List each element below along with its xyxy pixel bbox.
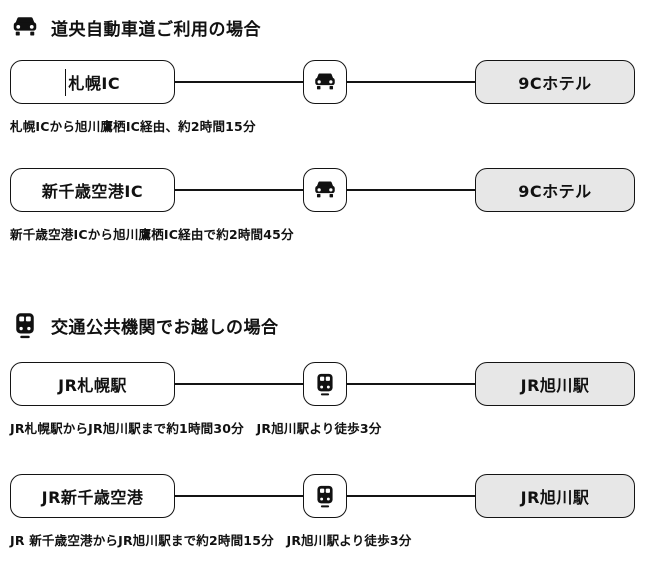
origin-box: 新千歳空港IC [10,168,175,212]
connector-line [347,383,475,385]
connector-line [175,383,303,385]
route-note: 新千歳空港ICから旭川鷹栖IC経由で約2時間45分 [10,227,294,242]
origin-label: 新千歳空港IC [41,182,144,201]
connector-line [347,495,475,497]
route-note: 札幌ICから旭川鷹栖IC経由、約2時間15分 [10,119,256,134]
destination-label: JR旭川駅 [520,376,590,395]
connector-line [347,81,475,83]
origin-label: 札幌IC [68,74,121,93]
connector-line [347,189,475,191]
route-row: JR札幌駅 JR旭川駅 [10,362,635,406]
route-row: 札幌IC 9Cホテル [10,60,635,104]
route-note: JR 新千歳空港からJR旭川駅まで約2時間15分 JR旭川駅より徒歩3分 [10,533,412,548]
route-note: JR札幌駅からJR旭川駅まで約1時間30分 JR旭川駅より徒歩3分 [10,421,382,436]
car-icon [10,12,40,42]
origin-box: JR札幌駅 [10,362,175,406]
origin-box[interactable]: 札幌IC [10,60,175,104]
car-icon [303,60,347,104]
connector-line [175,81,303,83]
destination-box: JR旭川駅 [475,362,635,406]
destination-box: 9Cホテル [475,168,635,212]
destination-box: 9Cホテル [475,60,635,104]
destination-label: JR旭川駅 [520,488,590,507]
connector-line [175,495,303,497]
section-heading-train: 交通公共機関でお越しの場合 [10,309,635,341]
connector-line [175,189,303,191]
destination-box: JR旭川駅 [475,474,635,518]
destination-label: 9Cホテル [518,182,592,201]
origin-label: JR札幌駅 [58,376,127,395]
section-title: 道央自動車道ご利用の場合 [51,19,261,40]
route-row: 新千歳空港IC 9Cホテル [10,168,635,212]
origin-box: JR新千歳空港 [10,474,175,518]
train-icon [10,310,40,340]
train-icon [303,474,347,518]
train-icon [303,362,347,406]
route-row: JR新千歳空港 JR旭川駅 [10,474,635,518]
origin-label: JR新千歳空港 [41,488,144,507]
section-heading-car: 道央自動車道ご利用の場合 [10,11,635,43]
section-title: 交通公共機関でお越しの場合 [51,317,279,338]
text-cursor [64,68,67,96]
car-icon [303,168,347,212]
destination-label: 9Cホテル [518,74,592,93]
